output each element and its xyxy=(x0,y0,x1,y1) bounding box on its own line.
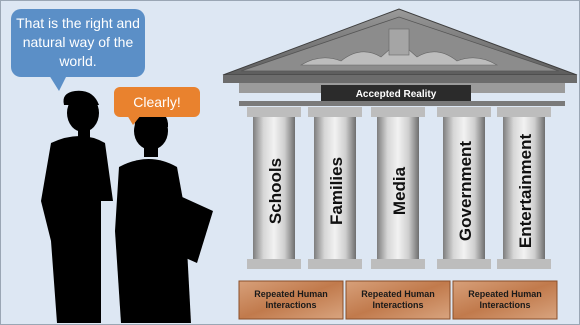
foundation-block-1 xyxy=(238,280,344,320)
column-4: Government xyxy=(437,107,491,269)
speech-bubble-second: Clearly! xyxy=(114,87,200,117)
column-5: Entertainment xyxy=(497,107,551,269)
pillar-label-government: Government xyxy=(456,141,475,241)
foundation-block-2 xyxy=(345,280,451,320)
temple-pediment: Accepted Reality xyxy=(222,8,578,106)
temple-foundation xyxy=(238,280,558,320)
speech-text-second: Clearly! xyxy=(133,94,181,110)
speech-bubble-first: That is the right and natural way of the… xyxy=(11,9,145,77)
architrave-label: Accepted Reality xyxy=(356,89,437,100)
foundation-label-3: Repeated Human Interactions xyxy=(468,289,542,310)
pillar-label-entertainment: Entertainment xyxy=(516,134,535,249)
pillar-label-schools: Schools xyxy=(266,158,285,224)
person-silhouette-right xyxy=(115,111,213,323)
speech-bubble-first-tail xyxy=(49,75,67,91)
architrave-panel xyxy=(321,85,471,101)
foundation-block-3 xyxy=(452,280,558,320)
column-2: Families xyxy=(308,107,362,269)
speech-text-first: That is the right and natural way of the… xyxy=(16,15,140,69)
speech-bubble-second-tail xyxy=(127,115,141,125)
foundation-label-2: Repeated Human Interactions xyxy=(361,289,435,310)
pillar-label-media: Media xyxy=(390,166,409,215)
pillar-label-families: Families xyxy=(327,157,346,225)
column-1: Schools xyxy=(247,107,301,269)
foundation-label-1: Repeated Human Interactions xyxy=(254,289,328,310)
person-silhouette-left xyxy=(41,90,113,323)
column-3: Media xyxy=(371,107,425,269)
